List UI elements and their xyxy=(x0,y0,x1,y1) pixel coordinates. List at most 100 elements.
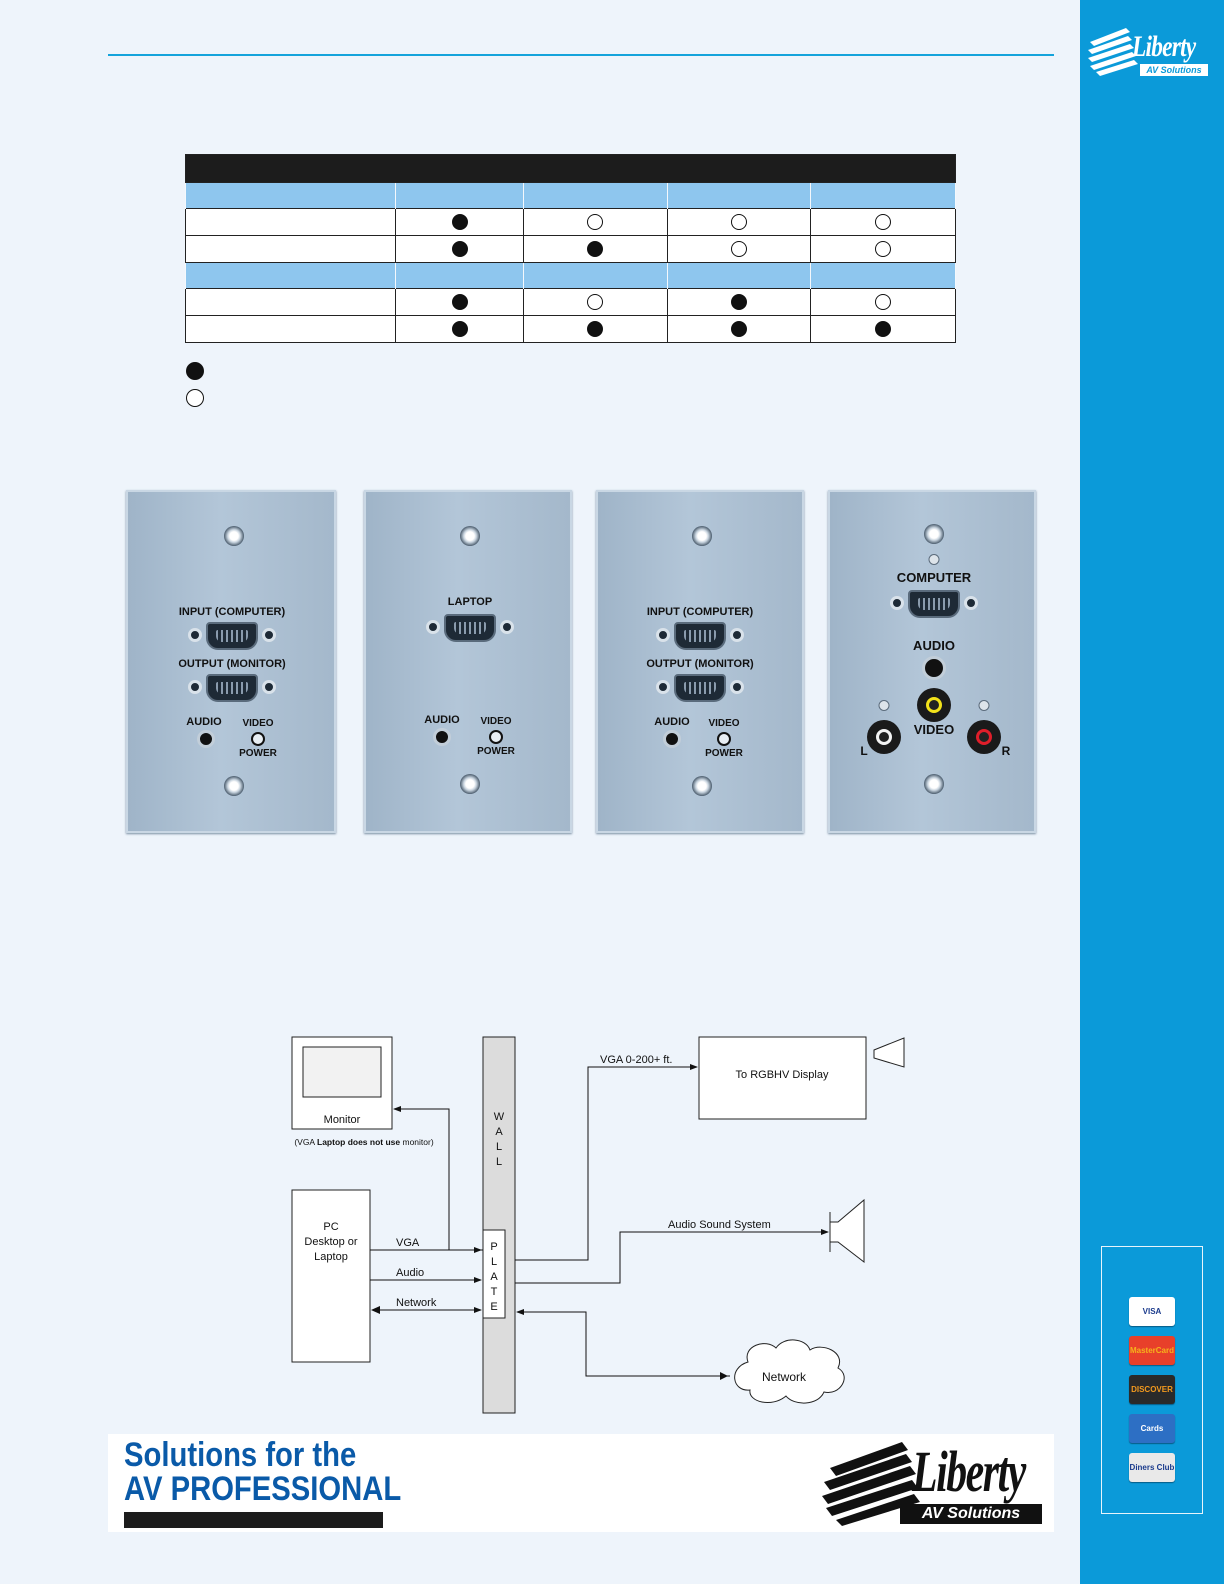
table-title-row xyxy=(185,154,956,183)
table-cell xyxy=(666,182,812,209)
output-label: OUTPUT (MONITOR) xyxy=(178,658,286,670)
letter: L xyxy=(491,1256,497,1268)
audio-label: AUDIO xyxy=(654,716,690,728)
sound-label: Audio Sound System xyxy=(668,1219,771,1231)
table-group-row xyxy=(184,182,956,209)
video-label: VIDEO xyxy=(708,718,740,729)
table-cell xyxy=(184,208,397,236)
table-row xyxy=(184,315,956,343)
open-circle-icon xyxy=(186,389,204,407)
filled-circle-icon xyxy=(451,213,468,230)
monitor-label: Monitor xyxy=(324,1114,361,1126)
vga-input-port xyxy=(186,620,278,652)
audio-run-line xyxy=(515,1229,829,1284)
table-cell xyxy=(810,182,956,209)
mastercard-card-icon: MasterCard xyxy=(1129,1336,1175,1365)
table-cell xyxy=(810,262,956,289)
table-cell xyxy=(184,262,397,289)
feature-matrix-table xyxy=(184,154,956,343)
audio-label: AUDIO xyxy=(913,638,955,653)
table-cell xyxy=(666,208,812,236)
american-express-card-icon: Cards xyxy=(1129,1414,1175,1443)
table-cell xyxy=(395,315,524,343)
monitor-screen xyxy=(302,1046,382,1098)
pc-label-line: Laptop xyxy=(314,1251,348,1263)
filled-circle-icon xyxy=(186,362,204,380)
open-circle-icon xyxy=(730,240,747,257)
table-cell xyxy=(522,235,668,263)
filled-circle-icon xyxy=(451,320,468,337)
audio-left-rca-jack xyxy=(867,720,901,754)
footer-banner: Solutions for the AV PROFESSIONAL Libert… xyxy=(108,1434,1054,1532)
wall-plate-1: INPUT (COMPUTER) OUTPUT (MONITOR) AUDIO … xyxy=(126,490,336,833)
monitor-box xyxy=(291,1036,393,1130)
audio-label: AUDIO xyxy=(424,714,460,726)
pc-label-line: PC xyxy=(323,1221,338,1233)
tagline-underline xyxy=(124,1512,383,1528)
vga-input-port xyxy=(654,620,746,652)
table-cell xyxy=(395,182,524,209)
table-row xyxy=(184,235,956,263)
computer-label: COMPUTER xyxy=(896,570,972,585)
power-label: POWER xyxy=(477,746,515,757)
open-circle-icon xyxy=(875,293,892,310)
table-cell xyxy=(666,262,812,289)
sidebar-logo: Liberty AV Solutions xyxy=(1086,24,1216,80)
table-cell xyxy=(184,182,397,209)
tagline-line1: Solutions for the xyxy=(124,1436,357,1474)
audio-label: AUDIO xyxy=(186,716,222,728)
table-cell xyxy=(184,235,397,263)
right-channel-label: R xyxy=(1001,744,1011,758)
plate-box xyxy=(482,1229,506,1319)
table-cell xyxy=(522,262,668,289)
letter: L xyxy=(496,1141,502,1153)
video-rca-jack xyxy=(917,688,951,722)
power-led xyxy=(489,730,503,744)
screw-icon xyxy=(692,526,712,546)
power-led xyxy=(251,732,265,746)
audio-jack xyxy=(922,656,946,680)
screw-icon xyxy=(224,526,244,546)
open-circle-icon xyxy=(730,213,747,230)
table-cell xyxy=(522,208,668,236)
screw-icon xyxy=(224,776,244,796)
input-label: INPUT (COMPUTER) xyxy=(646,606,754,618)
input-label: INPUT (COMPUTER) xyxy=(178,606,286,618)
letter: A xyxy=(490,1271,498,1283)
arrowhead-icon xyxy=(371,1306,380,1314)
table-cell xyxy=(522,182,668,209)
vga-output-port xyxy=(654,672,746,704)
audio-jack xyxy=(197,730,215,748)
table-row xyxy=(184,208,956,236)
video-label: VIDEO xyxy=(242,718,274,729)
screw-icon xyxy=(460,526,480,546)
audio-jack xyxy=(663,730,681,748)
letter: P xyxy=(490,1241,497,1253)
screw-icon xyxy=(460,774,480,794)
table-cell xyxy=(395,262,524,289)
header-rule xyxy=(108,54,1054,56)
letter: A xyxy=(495,1126,503,1138)
monitor-note: (VGA Laptop does not use monitor) xyxy=(294,1137,434,1147)
network-run-line xyxy=(516,1309,730,1377)
wall-plate-2: LAPTOP AUDIO VIDEO POWER xyxy=(364,490,572,833)
vga-link-label: VGA xyxy=(396,1237,420,1249)
open-circle-icon xyxy=(587,213,604,230)
vga-run-label: VGA 0-200+ ft. xyxy=(600,1054,672,1066)
laptop-label: LAPTOP xyxy=(447,596,493,608)
table-cell xyxy=(184,315,397,343)
sidebar-logo-sub: AV Solutions xyxy=(1140,64,1208,76)
audio-jack xyxy=(433,728,451,746)
pc-label-line: Desktop or xyxy=(304,1236,358,1248)
tagline-line2: AV PROFESSIONAL xyxy=(124,1470,402,1508)
audio-right-rca-jack xyxy=(967,720,1001,754)
table-cell xyxy=(184,288,397,316)
open-circle-icon xyxy=(875,213,892,230)
table-group-row xyxy=(184,262,956,289)
output-label: OUTPUT (MONITOR) xyxy=(646,658,754,670)
display-box xyxy=(698,1036,867,1120)
diners-club-card-icon: Diners Club xyxy=(1129,1453,1175,1482)
filled-circle-icon xyxy=(730,293,747,310)
legend-filled xyxy=(186,362,204,380)
